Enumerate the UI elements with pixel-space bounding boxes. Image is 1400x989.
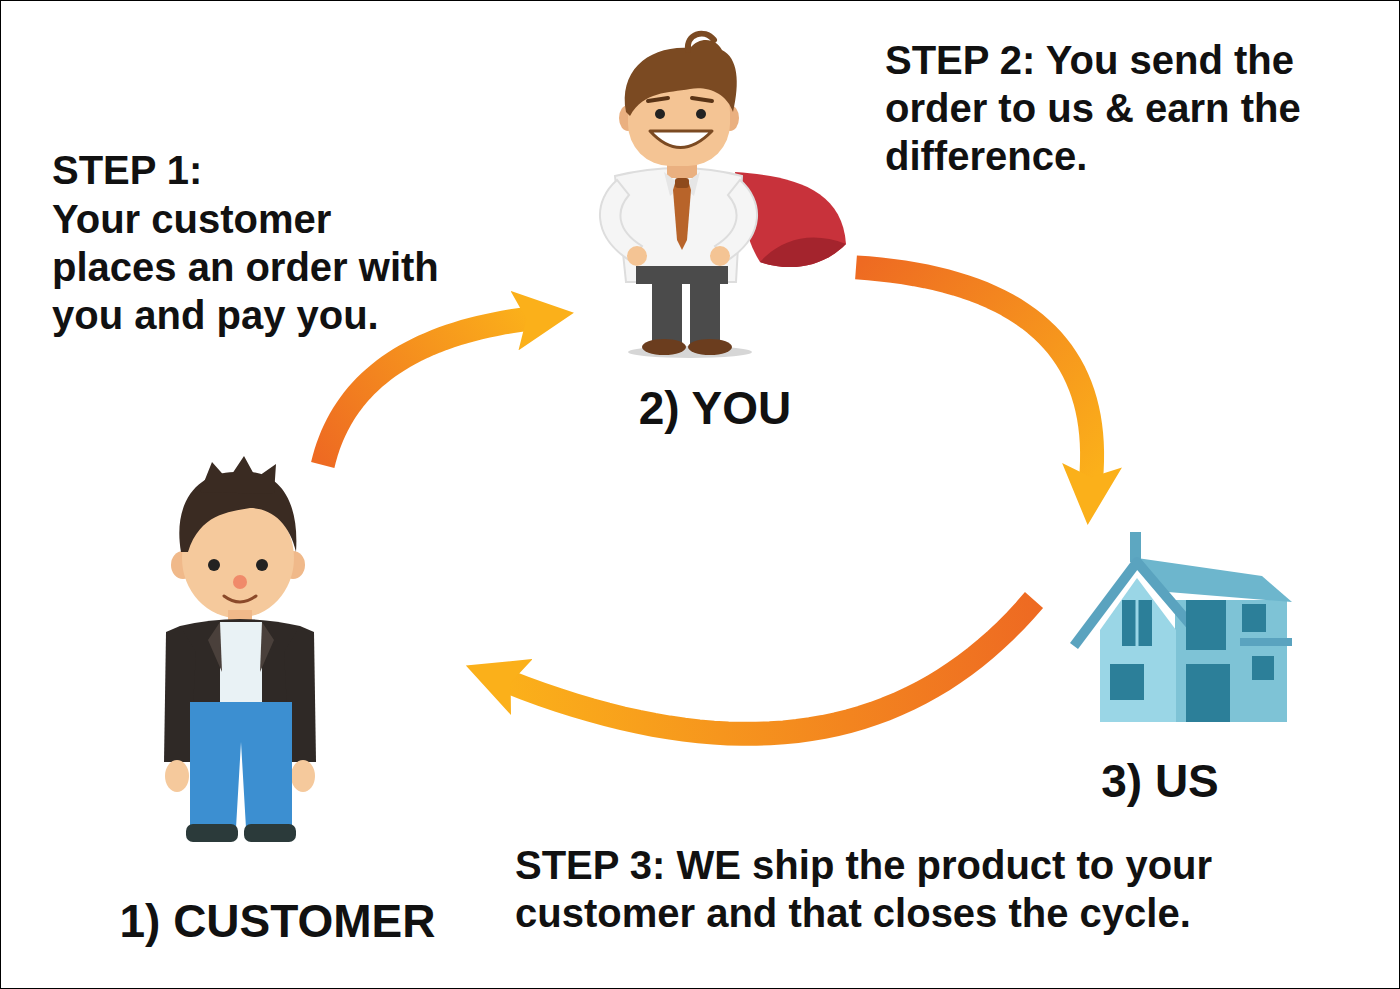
house-figure-part [1122,600,1152,646]
house-figure-part [1240,638,1292,646]
house-figure-part [1110,664,1144,700]
customer-figure-part [256,559,268,571]
flow-arrow [508,600,1034,734]
customer-figure-part [233,575,247,589]
step-text: STEP 1: [52,146,472,194]
you-figure-part [675,178,689,188]
house-figure-part [1186,600,1226,650]
you-figure-part [627,246,647,266]
house-figure-part [1186,664,1230,722]
you-figure-part [655,109,665,119]
you-figure-part [636,266,728,284]
you-figure-part [648,98,668,101]
you-figure-part [696,109,706,119]
you-figure-part [642,339,686,355]
flow-arrow [323,319,530,465]
house-figure-part [1074,562,1200,646]
customer-figure-part [165,760,189,792]
customer-figure-part [200,456,276,494]
you-figure-part [710,246,730,266]
node-label: 1) CUSTOMER [89,893,466,949]
you-figure-part [692,98,712,101]
figure-node: 1) CUSTOMER [89,465,466,965]
node-label: 3) US [1034,753,1286,809]
flow-arrow [856,267,1092,480]
step-text: Your customer places an order with you a… [52,195,454,339]
customer-figure-part [186,824,238,842]
customer-figure-part [208,622,222,672]
house-figure [1074,532,1292,722]
house-figure-part [1242,604,1266,632]
customer-figure-part [224,596,256,602]
figure-node: 2) YOU [574,35,856,450]
you-figure-part [688,34,714,50]
customer-figure-part [220,622,262,704]
you-figure-part [625,40,737,116]
node-label: 2) YOU [574,380,856,436]
you-figure-part [652,278,682,344]
step-text: STEP 3: WE ship the product to your cust… [515,841,1260,937]
customer-figure [164,456,316,842]
you-figure-part [650,131,712,148]
figure-node: 3) US [1034,525,1286,825]
customer-figure-part [244,824,296,842]
house-figure-part [1136,600,1139,646]
you-figure-part [690,278,720,344]
customer-figure-part [208,559,220,571]
step-text: STEP 2: You send the order to us & earn … [885,36,1345,180]
you-figure-part [760,238,846,268]
house-figure-part [1252,656,1274,680]
house-figure-part [1175,600,1287,722]
customer-figure-part [190,702,292,828]
you-figure-part [615,168,742,282]
you-figure-part [673,180,691,250]
customer-figure-part [260,622,274,672]
customer-figure-part [291,760,315,792]
you-figure-part [688,339,732,355]
you-figure [600,34,846,358]
